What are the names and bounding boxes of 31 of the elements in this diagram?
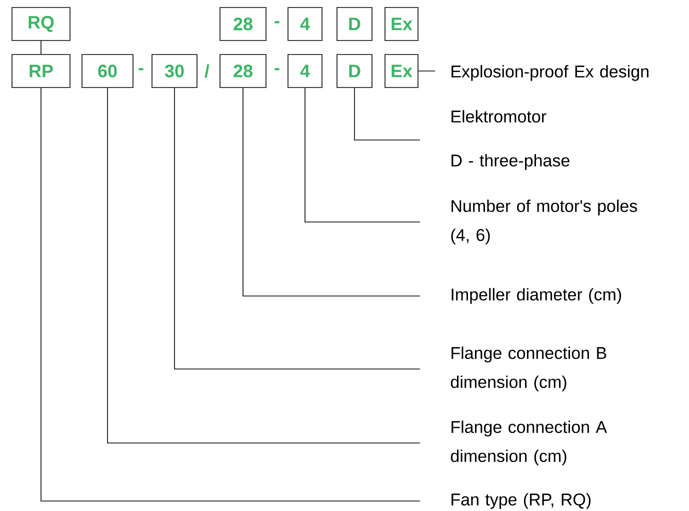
code-box: Ex (384, 54, 418, 88)
description-text: Fan type (RP, RQ) (452, 493, 591, 509)
leader-line (304, 88, 420, 222)
separator-sign: - (274, 68, 280, 70)
code-box: RP (12, 54, 70, 88)
leader-line (174, 88, 420, 370)
leader-line (354, 88, 420, 140)
leader-line (242, 88, 420, 296)
code-box: 28 (220, 7, 266, 41)
separator-sign: - (138, 68, 144, 70)
separator-sign: - (274, 21, 280, 24)
description-text: Flange connection B dimension (cm) (450, 346, 606, 392)
code-box: 30 (152, 54, 198, 88)
description-text: Flange connection A dimension (cm) (450, 420, 607, 466)
code-box: 28 (220, 54, 266, 88)
code-box: Ex (384, 7, 418, 41)
description-text: Explosion-proof Ex design (452, 65, 648, 81)
leader-line (40, 40, 42, 54)
code-box: D (336, 7, 372, 41)
code-box: 60 (82, 54, 134, 88)
description-text: Impeller diameter (cm) (452, 288, 622, 304)
code-box: RQ (12, 7, 70, 41)
leader-line (40, 88, 420, 502)
description-text: Number of motor's poles (4, 6) (451, 200, 638, 244)
code-box: 4 (288, 7, 322, 41)
code-box: 4 (288, 54, 322, 88)
separator-sign: / (204, 64, 210, 78)
description-text: Elektromotor D - three-phase (452, 110, 570, 170)
leader-line (418, 70, 436, 72)
leader-line (107, 88, 420, 444)
code-box: D (336, 54, 372, 88)
